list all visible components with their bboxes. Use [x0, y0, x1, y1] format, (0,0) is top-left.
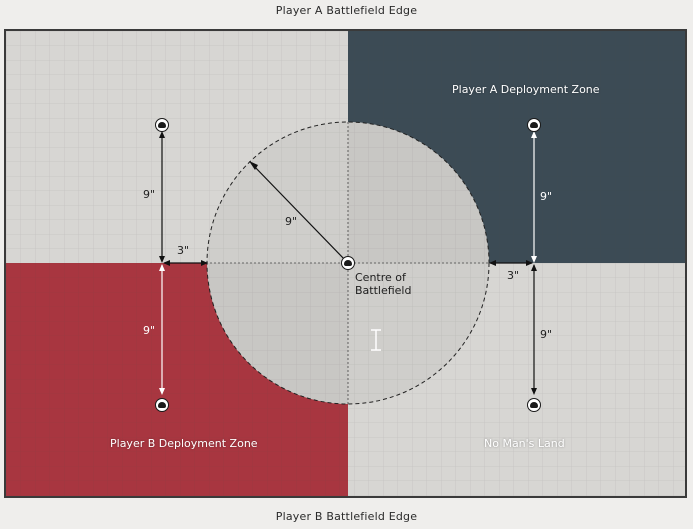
- objective-marker-icon[interactable]: [155, 398, 169, 412]
- lower-left-arrow-bottom: [159, 388, 165, 395]
- objective-marker-icon[interactable]: [341, 256, 355, 270]
- radius-distance-label: 9": [285, 215, 298, 228]
- right-gap-distance-label: 3": [507, 269, 520, 282]
- skull-icon: [344, 259, 352, 266]
- upper-left-distance-label: 9": [143, 188, 156, 201]
- lower-right-arrow-top: [531, 264, 537, 271]
- upper-left-arrow-top: [159, 131, 165, 138]
- text-cursor-icon: [371, 329, 381, 351]
- battlefield-map: Player A Deployment Zone Player B Deploy…: [4, 29, 687, 498]
- skull-icon: [530, 401, 538, 408]
- centre-of-battlefield-label: Centre of Battlefield: [355, 271, 411, 297]
- upper-right-arrow-bottom: [531, 256, 537, 263]
- left-gap-distance-label: 3": [177, 244, 190, 257]
- skull-icon: [158, 401, 166, 408]
- player-a-battlefield-edge-label: Player A Battlefield Edge: [275, 4, 418, 17]
- left-gap-arrow-right: [201, 260, 208, 266]
- player-b-battlefield-edge-label: Player B Battlefield Edge: [275, 510, 418, 523]
- skull-icon: [158, 121, 166, 128]
- centre-label-line2: Battlefield: [355, 284, 412, 297]
- objective-marker-icon[interactable]: [527, 398, 541, 412]
- left-gap-arrow-left: [163, 260, 170, 266]
- player-b-deployment-zone-label: Player B Deployment Zone: [110, 437, 258, 450]
- lower-left-arrow-top: [159, 264, 165, 271]
- player-a-deployment-zone-label: Player A Deployment Zone: [452, 83, 600, 96]
- objective-marker-icon[interactable]: [527, 118, 541, 132]
- radius-measure-line: [251, 163, 347, 262]
- no-mans-land-label: No Man's Land: [484, 437, 565, 450]
- upper-left-arrow-bottom: [159, 256, 165, 263]
- radius-arrow: [249, 161, 258, 170]
- right-gap-arrow-right: [526, 260, 533, 266]
- skull-icon: [530, 121, 538, 128]
- objective-marker-icon[interactable]: [155, 118, 169, 132]
- right-gap-arrow-left: [489, 260, 496, 266]
- centre-label-line1: Centre of: [355, 271, 406, 284]
- upper-right-arrow-top: [531, 131, 537, 138]
- upper-right-distance-label: 9": [540, 190, 553, 203]
- lower-right-distance-label: 9": [540, 328, 553, 341]
- lower-right-arrow-bottom: [531, 388, 537, 395]
- lower-left-distance-label: 9": [143, 324, 156, 337]
